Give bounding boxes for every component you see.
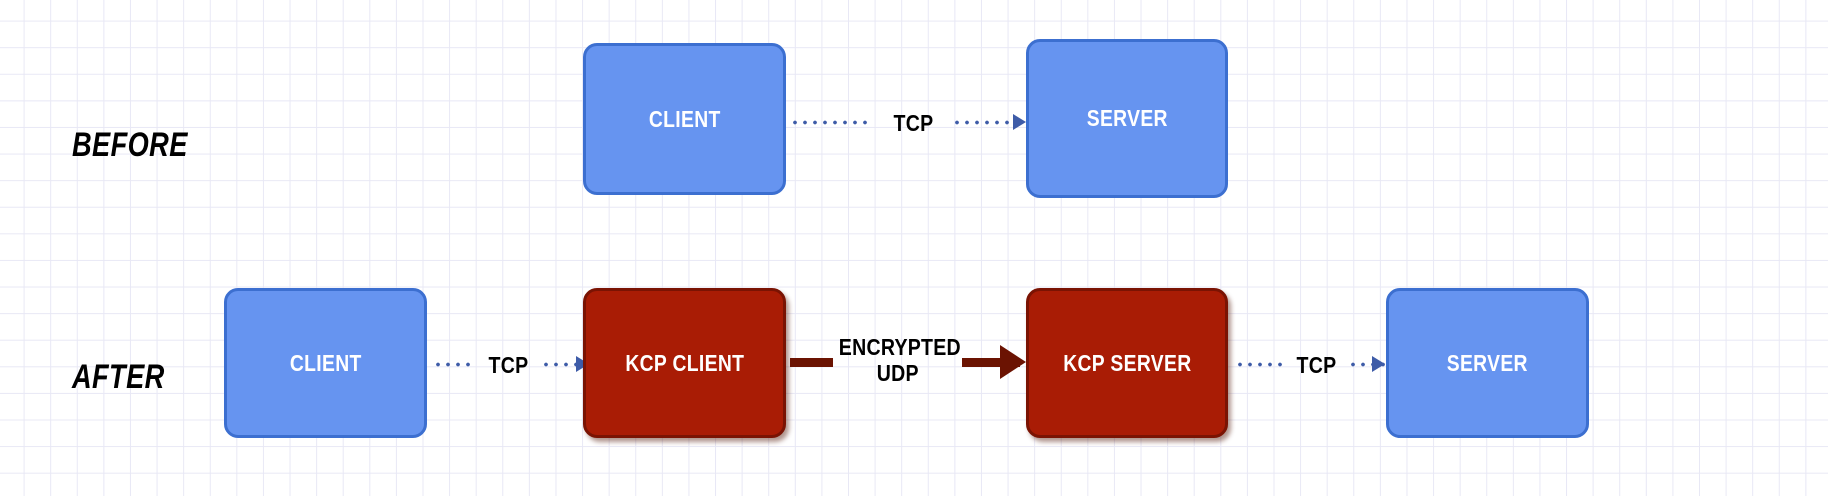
node-before-client-label: CLIENT: [648, 105, 721, 132]
node-before-server-label: SERVER: [1086, 105, 1168, 131]
connector-after-udp-arrowhead: [1000, 345, 1026, 379]
node-before-server[interactable]: SERVER: [1026, 39, 1228, 198]
node-after-server-label: SERVER: [1446, 349, 1529, 376]
connector-after-tcp-right-label: TCP: [1296, 352, 1336, 378]
connector-after-tcp-left-label: TCP: [488, 352, 528, 378]
node-after-kcp-server-label: KCP SERVER: [1062, 349, 1192, 376]
connector-after-tcp-right-segment-left: [1235, 362, 1283, 367]
node-after-client-label: CLIENT: [289, 349, 362, 376]
node-after-kcp-client-label: KCP CLIENT: [625, 349, 744, 376]
connector-after-tcp-right-arrowhead: [1372, 356, 1385, 372]
connector-after-tcp-left-segment-left: [433, 362, 475, 367]
node-before-client[interactable]: CLIENT: [583, 43, 786, 195]
connector-after-udp-segment-right: [962, 358, 1020, 367]
row-label-before: BEFORE: [72, 126, 188, 164]
connector-before-tcp-segment-left: [790, 120, 868, 125]
node-after-kcp-client[interactable]: KCP CLIENT: [583, 288, 786, 438]
connector-after-tcp-right-segment-right: [1348, 362, 1392, 367]
node-after-kcp-server[interactable]: KCP SERVER: [1026, 288, 1228, 438]
connector-after-udp-label: ENCRYPTED UDP: [838, 334, 961, 387]
connector-before-tcp-label: TCP: [893, 110, 933, 136]
connector-after-udp-segment-left: [790, 358, 833, 367]
connector-after-tcp-left-segment-right: [541, 362, 583, 367]
node-after-client[interactable]: CLIENT: [224, 288, 427, 438]
row-label-after: AFTER: [72, 358, 165, 396]
connector-before-tcp-arrowhead: [1013, 114, 1026, 130]
connector-before-tcp-segment-right: [952, 120, 1021, 125]
node-after-server[interactable]: SERVER: [1386, 288, 1589, 438]
